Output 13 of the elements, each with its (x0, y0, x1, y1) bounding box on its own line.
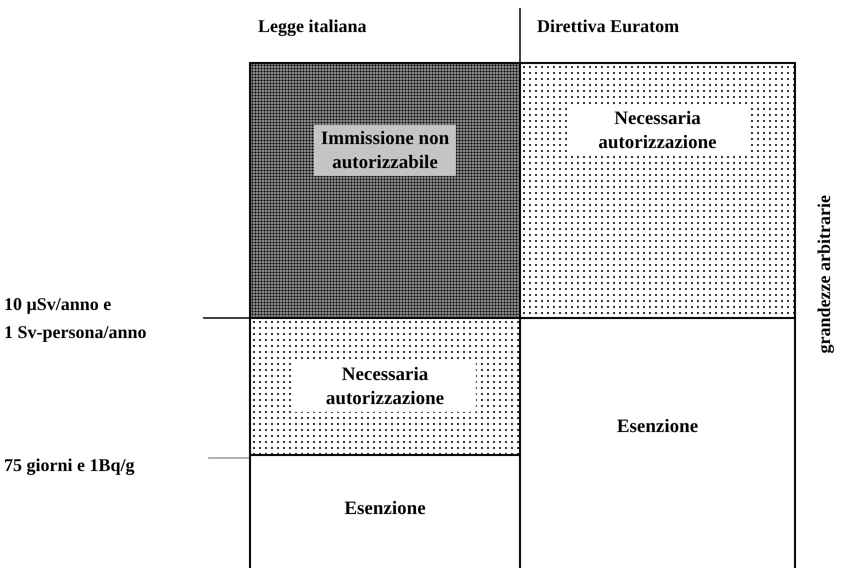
threshold-label: 10 μSv/anno e (4, 294, 112, 315)
threshold-label: 1 Sv-persona/anno (4, 322, 147, 343)
cell-text: Esenzione (343, 497, 427, 522)
column-header: Direttiva Euratom (537, 16, 680, 37)
axis-label: grandezze arbitrarie (814, 195, 835, 354)
cell-text: Esenzione (616, 415, 700, 440)
threshold-label: 75 giorni e 1Bq/g (4, 455, 135, 476)
table-cell (249, 62, 521, 319)
table-cell (519, 62, 796, 319)
cell-text: Necessaria autorizzazione (294, 360, 476, 412)
column-header: Legge italiana (258, 16, 366, 37)
table-cell (249, 317, 521, 456)
cell-text: Immissione non autorizzabile (314, 124, 456, 176)
